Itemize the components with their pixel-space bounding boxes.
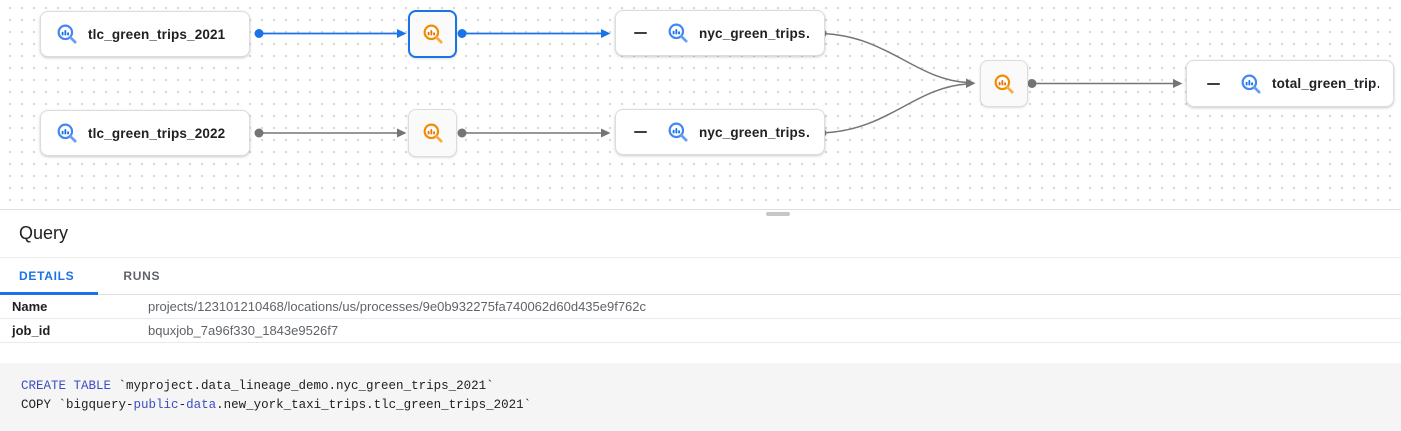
process-node-selected[interactable] <box>408 10 457 58</box>
details-panel: Query DETAILS RUNS Name projects/1231012… <box>0 210 1401 431</box>
sql-text: .new_york_taxi_trips.tlc_green_trips_202… <box>216 398 532 412</box>
tab-runs[interactable]: RUNS <box>123 269 161 283</box>
bigquery-table-icon <box>56 23 78 45</box>
bigquery-table-icon <box>667 22 689 44</box>
edge-arrowhead <box>397 29 407 38</box>
edge-arrowhead <box>601 29 611 38</box>
process-node[interactable] <box>408 109 457 157</box>
table-node-tlc-green-trips-2021[interactable]: tlc_green_trips_2021 <box>40 11 250 57</box>
bigquery-table-icon <box>667 121 689 143</box>
edge-group-selected <box>254 29 611 38</box>
bigquery-process-icon <box>993 73 1015 95</box>
panel-header: Query <box>0 210 1401 258</box>
collapse-toggle-icon[interactable] <box>634 131 647 133</box>
table-row: job_id bquxjob_7a96f330_1843e9526f7 <box>0 319 1401 343</box>
panel-tabs: DETAILS RUNS <box>0 258 1401 295</box>
collapse-toggle-icon[interactable] <box>1207 82 1220 85</box>
sql-text: `myproject.data_lineage_demo.nyc_green_t… <box>111 379 494 393</box>
row-value: bquxjob_7a96f330_1843e9526f7 <box>148 323 339 338</box>
edge-arrowhead <box>397 128 407 138</box>
bigquery-process-icon <box>422 122 444 144</box>
sql-keyword: CREATE TABLE <box>21 379 112 393</box>
edge-group-default <box>254 29 1183 138</box>
table-node-label: tlc_green_trips_2021 <box>88 26 226 42</box>
sql-text: - <box>178 398 187 412</box>
bigquery-process-icon <box>422 23 444 45</box>
lineage-edges <box>254 29 1183 138</box>
collapse-toggle-icon[interactable] <box>634 32 647 34</box>
edge-arrowhead <box>601 128 611 138</box>
panel-title: Query <box>19 223 69 243</box>
bigquery-table-icon <box>1240 73 1262 95</box>
edge-arrowhead <box>966 78 976 88</box>
process-node-merge[interactable] <box>980 60 1028 107</box>
table-node-total-green-trips[interactable]: total_green_trip… <box>1186 60 1394 107</box>
bigquery-table-icon <box>56 122 78 144</box>
sql-text: - <box>126 398 134 412</box>
sql-identifier-highlight: public <box>133 398 179 412</box>
sql-code-block: CREATE TABLE `myproject.data_lineage_dem… <box>0 363 1401 431</box>
table-node-label: nyc_green_trips… <box>699 124 810 140</box>
tab-details[interactable]: DETAILS <box>0 258 99 295</box>
edge-curve <box>821 32 968 84</box>
table-node-nyc-green-trips-2022[interactable]: nyc_green_trips… <box>615 109 825 155</box>
sql-text: COPY `bigquery <box>21 398 127 412</box>
sql-identifier-highlight: data <box>186 398 217 412</box>
table-node-label: nyc_green_trips… <box>699 25 810 41</box>
table-node-label: total_green_trip… <box>1272 76 1379 91</box>
row-label: job_id <box>12 323 51 338</box>
edge-arrowhead <box>1173 79 1183 88</box>
table-node-tlc-green-trips-2022[interactable]: tlc_green_trips_2022 <box>40 110 250 156</box>
table-node-label: tlc_green_trips_2022 <box>88 125 226 141</box>
row-label: Name <box>12 299 48 314</box>
lineage-graph-canvas[interactable]: tlc_green_trips_2021 nyc_green_trips… tl… <box>0 0 1401 210</box>
panel-resize-handle[interactable] <box>766 212 790 216</box>
details-table: Name projects/123101210468/locations/us/… <box>0 295 1401 343</box>
table-row: Name projects/123101210468/locations/us/… <box>0 295 1401 319</box>
table-node-nyc-green-trips-2021[interactable]: nyc_green_trips… <box>615 10 825 56</box>
edge-curve <box>821 83 968 134</box>
row-value: projects/123101210468/locations/us/proce… <box>148 299 647 314</box>
